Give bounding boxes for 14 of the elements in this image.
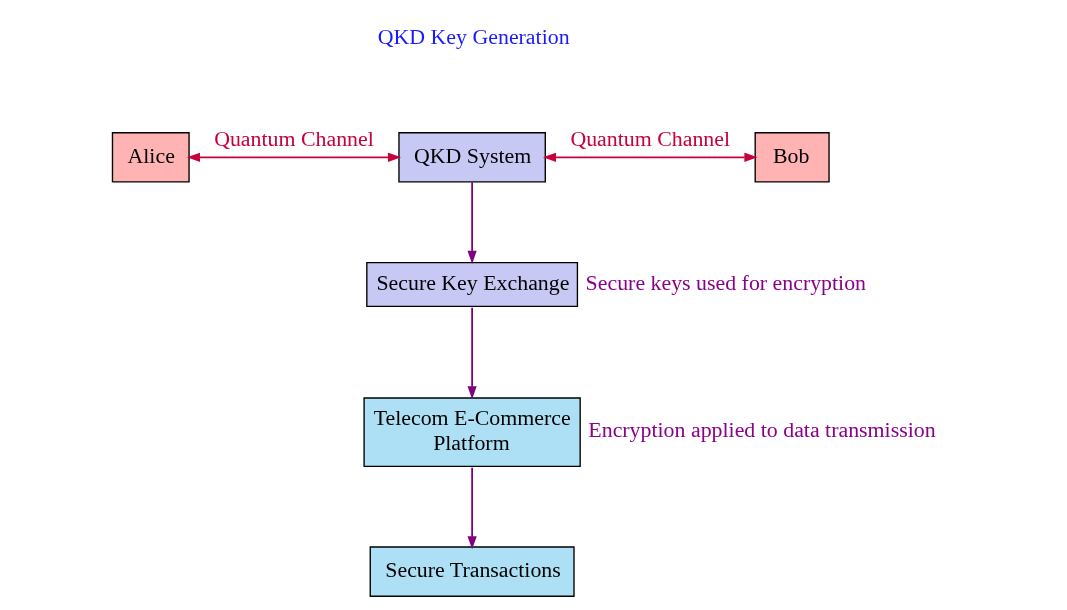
node-box: QKD System — [397, 132, 546, 183]
arrow — [467, 181, 477, 264]
node-box: Bob — [754, 132, 830, 183]
arrow — [467, 466, 477, 550]
node-box: Alice — [111, 132, 190, 183]
node-box: Secure Transactions — [369, 546, 575, 597]
edge-label: Quantum Channel — [569, 127, 730, 152]
node-label: Secure keys used for encryption — [585, 270, 866, 295]
node-label: QKD Key Generation — [377, 24, 570, 49]
arrow — [467, 306, 477, 400]
edge-label: Quantum Channel — [213, 127, 374, 152]
node-label: Encryption applied to data transmission — [587, 418, 936, 443]
arrow — [542, 152, 757, 162]
arrow — [186, 152, 401, 162]
